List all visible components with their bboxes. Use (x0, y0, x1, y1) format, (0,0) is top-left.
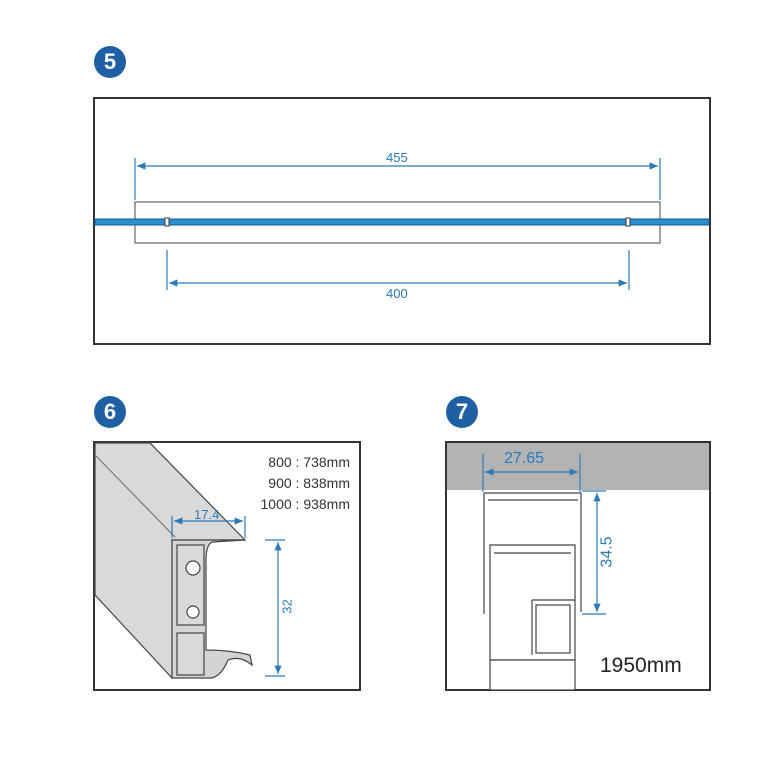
dimension-34-5 (582, 490, 606, 615)
section-badge-5: 5 (94, 46, 126, 78)
dimension-32 (265, 539, 285, 677)
dimension-label-455: 455 (386, 150, 408, 165)
dimension-455 (134, 158, 661, 200)
glass-line (94, 218, 710, 226)
size-option-1000: 1000 : 938mm (260, 496, 351, 512)
profile-6-drawing (94, 442, 253, 680)
dimension-label-34-5: 34.5 (598, 536, 616, 568)
profile-7-drawing (483, 492, 582, 691)
dimension-label-17-4: 17.4 (194, 507, 220, 522)
length-label: 1950mm (600, 654, 682, 677)
dimension-400 (166, 250, 630, 290)
dimension-label-27-65: 27.65 (504, 450, 545, 467)
dimension-17-4 (171, 516, 246, 538)
dimension-label-400: 400 (386, 286, 408, 301)
dimension-27-65 (482, 454, 581, 492)
section-badge-6: 6 (94, 396, 126, 428)
dimension-label-32: 32 (279, 599, 295, 614)
size-option-900: 900 : 838mm (268, 475, 350, 491)
size-option-800: 800 : 738mm (268, 454, 350, 470)
section-badge-7: 7 (446, 396, 478, 428)
ceiling-band (447, 443, 709, 490)
